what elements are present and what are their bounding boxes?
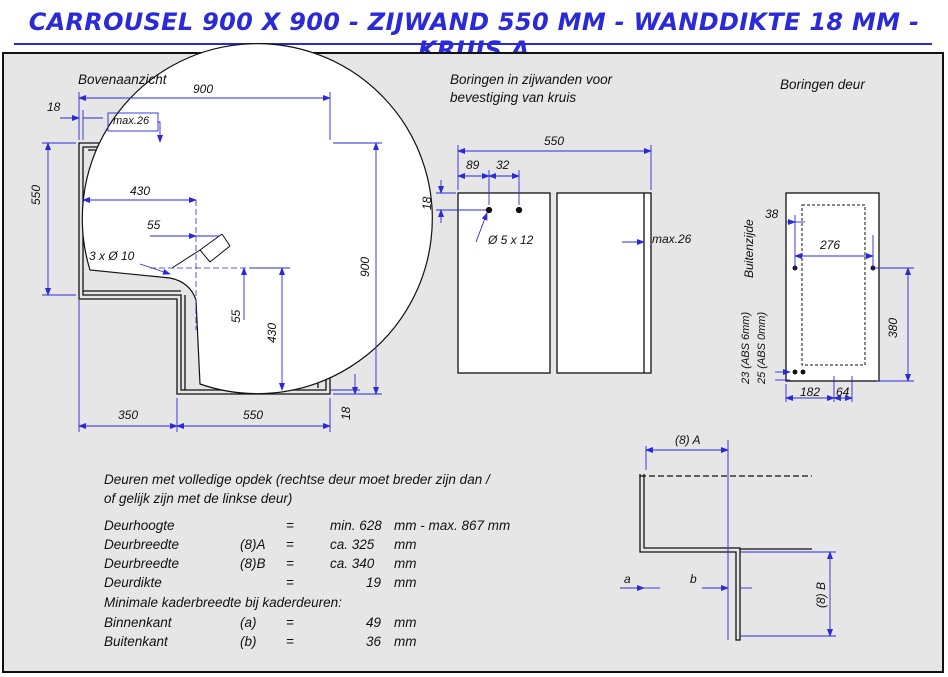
dim-18-bottom: 18 bbox=[339, 406, 353, 420]
top-view-dimensions bbox=[42, 92, 382, 432]
drill-hole-1 bbox=[485, 206, 493, 214]
door-view-dimensions bbox=[775, 215, 914, 402]
frame-row-code: (b) bbox=[240, 634, 257, 649]
frame-row-code: (a) bbox=[240, 615, 257, 630]
spec-row-code: (8)A bbox=[240, 537, 266, 552]
dim-55-vertical: 55 bbox=[229, 309, 243, 323]
dim-64: 64 bbox=[836, 385, 850, 399]
specs-intro-line1: Deuren met volledige opdek (rechtse deur… bbox=[104, 472, 490, 487]
dim-a: a bbox=[624, 572, 631, 586]
dim-900-right: 900 bbox=[358, 256, 372, 277]
dim-182: 182 bbox=[800, 385, 821, 399]
frame-row-eq: = bbox=[286, 615, 294, 630]
spec-row-label: Deurbreedte bbox=[104, 556, 180, 571]
dim-900-top: 900 bbox=[193, 82, 214, 96]
drill-hole-2 bbox=[515, 206, 523, 214]
spec-row-value: ca. 340 bbox=[330, 556, 375, 571]
door-outside-label: Buitenzijde bbox=[742, 219, 756, 278]
dim-55-horizontal: 55 bbox=[147, 218, 161, 232]
side-view-dimensions bbox=[436, 145, 652, 245]
spec-row-value: ca. 325 bbox=[330, 537, 375, 552]
drawing-title: CARROUSEL 900 X 900 - ZIJWAND 550 MM - W… bbox=[28, 8, 920, 64]
spec-row-eq: = bbox=[286, 575, 294, 590]
frame-row-value: 36 bbox=[366, 634, 382, 649]
dim-max-26: max.26 bbox=[113, 115, 150, 127]
frame-row-value: 49 bbox=[366, 615, 382, 630]
side-panel-left bbox=[457, 192, 551, 374]
spec-row-value: 19 bbox=[366, 575, 382, 590]
spec-row-eq: = bbox=[286, 556, 294, 571]
dim-holes: 3 x Ø 10 bbox=[89, 249, 135, 263]
dim-550-left: 550 bbox=[29, 184, 43, 205]
dim-b: b bbox=[690, 572, 697, 586]
frame-row-eq: = bbox=[286, 634, 294, 649]
dim-430-radius: 430 bbox=[130, 184, 151, 198]
side-panel-right bbox=[556, 192, 652, 374]
spec-row-unit: mm - max. 867 mm bbox=[394, 518, 511, 533]
title-underline bbox=[14, 43, 932, 45]
dim-550-bottom: 550 bbox=[243, 408, 264, 422]
specs-frame-heading: Minimale kaderbreedte bij kaderdeuren: bbox=[104, 595, 342, 610]
door-frame-dashed bbox=[801, 204, 866, 366]
spec-row-eq: = bbox=[286, 518, 294, 533]
carousel-shape bbox=[81, 43, 433, 395]
dim-89: 89 bbox=[466, 158, 480, 172]
door-view-heading: Boringen deur bbox=[780, 77, 865, 92]
dim-8b: (8) B bbox=[814, 581, 828, 608]
frame-row-unit: mm bbox=[394, 615, 417, 630]
dim-276: 276 bbox=[820, 238, 841, 252]
specs-intro-line2: of gelijk zijn met de linkse deur) bbox=[104, 491, 293, 506]
dim-18-wall: 18 bbox=[47, 100, 61, 114]
spec-row-label: Deurbreedte bbox=[104, 537, 180, 552]
dim-430-vertical: 430 bbox=[265, 322, 279, 343]
spec-row-unit: mm bbox=[394, 575, 417, 590]
dim-38: 38 bbox=[765, 207, 779, 221]
spec-row-unit: mm bbox=[394, 556, 417, 571]
detail-view bbox=[639, 474, 812, 641]
side-view-heading-line2: bevestiging van kruis bbox=[450, 90, 577, 105]
frame-row-label: Binnenkant bbox=[104, 615, 172, 630]
dim-350-bottom: 350 bbox=[118, 408, 139, 422]
dim-550-side: 550 bbox=[544, 134, 565, 148]
spec-row-code: (8)B bbox=[240, 556, 266, 571]
dim-hole-size: Ø 5 x 12 bbox=[488, 233, 534, 247]
dim-abs-0mm: 25 (ABS 0mm) bbox=[756, 311, 768, 384]
dim-abs-6mm: 23 (ABS 6mm) bbox=[740, 311, 752, 384]
spec-row-label: Deurdikte bbox=[104, 575, 162, 590]
spec-row-unit: mm bbox=[394, 537, 417, 552]
dim-18-side: 18 bbox=[420, 196, 434, 210]
detail-view-dimensions bbox=[620, 440, 836, 640]
dim-max-26-side: max.26 bbox=[652, 232, 692, 246]
spec-row-eq: = bbox=[286, 537, 294, 552]
dim-8a: (8) A bbox=[675, 433, 701, 447]
side-view bbox=[457, 192, 652, 374]
frame-row-label: Buitenkant bbox=[104, 634, 168, 649]
top-view bbox=[78, 43, 433, 395]
frame-row-unit: mm bbox=[394, 634, 417, 649]
top-view-heading: Bovenaanzicht bbox=[78, 72, 167, 87]
dim-380: 380 bbox=[886, 317, 900, 338]
spec-row-value: min. 628 bbox=[330, 518, 382, 533]
dim-32: 32 bbox=[496, 158, 510, 172]
spec-row-label: Deurhoogte bbox=[104, 518, 175, 533]
door-view bbox=[785, 192, 880, 382]
side-view-heading-line1: Boringen in zijwanden voor bbox=[450, 72, 613, 87]
